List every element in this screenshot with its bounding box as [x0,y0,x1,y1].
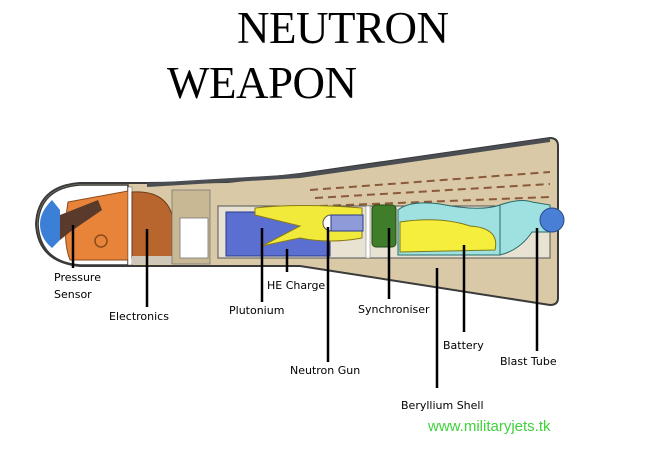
label-pressure-line1: Pressure [54,271,101,284]
label-neutron-gun: Neutron Gun [290,364,361,377]
label-pressure-line2: Sensor [54,288,92,301]
label-battery: Battery [443,339,484,352]
label-pressure-sensor: Pressure Sensor [54,269,101,303]
label-plutonium: Plutonium [229,304,285,317]
title-line-2: WEAPON [167,58,357,108]
label-beryllium-shell: Beryllium Shell [401,399,484,412]
watermark-link[interactable]: www.militaryjets.tk [428,418,551,435]
label-synchroniser: Synchroniser [358,303,430,316]
blast-tube-part [499,200,565,256]
label-electronics: Electronics [109,310,169,323]
electronics-part [127,186,211,266]
label-blast-tube: Blast Tube [500,355,557,368]
leader-lines [71,225,539,388]
label-he-charge: HE Charge [267,279,326,292]
title-line-1: NEUTRON [237,3,449,53]
pressure-sensor-part [60,190,129,261]
battery-part [397,202,501,256]
